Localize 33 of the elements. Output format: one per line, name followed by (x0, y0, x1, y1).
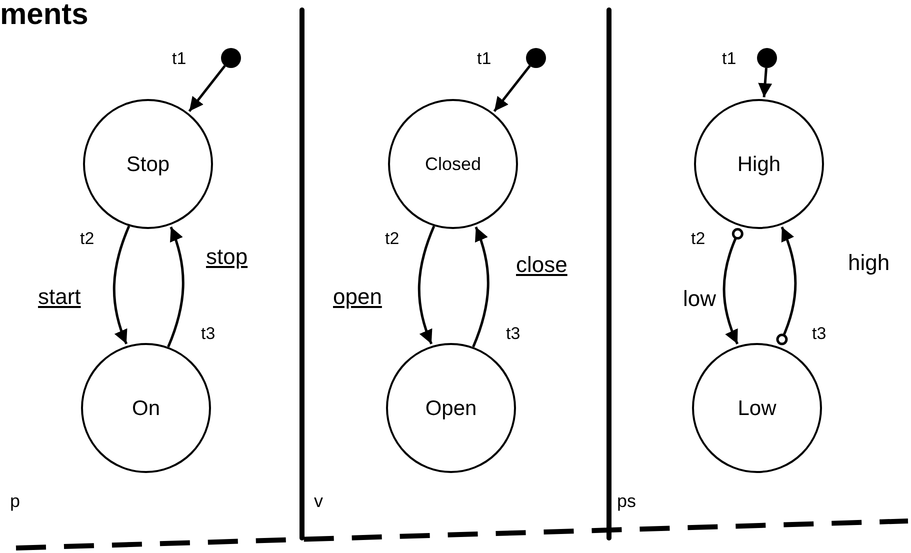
panel-label: v (314, 492, 323, 510)
arrow (418, 226, 436, 344)
state-name: On (132, 398, 160, 418)
panel-label: p (10, 492, 20, 510)
arrow (493, 65, 531, 112)
panel-label: ps (617, 492, 636, 510)
edge-label: t3 (506, 325, 520, 342)
arrow (188, 65, 226, 112)
state-name: Stop (126, 154, 170, 174)
state-name: Low (738, 398, 776, 418)
state-name: High (737, 154, 781, 174)
edge-label: t3 (812, 325, 826, 342)
state-name: Open (425, 398, 477, 418)
event-label: low (683, 288, 716, 310)
arrow (722, 228, 744, 344)
arrow (758, 68, 772, 98)
event-label: high (848, 252, 890, 274)
edge-label: t2 (691, 230, 706, 247)
event-label: open (333, 286, 382, 308)
edge-label: t2 (385, 230, 400, 247)
edge-label: t1 (172, 50, 186, 67)
arrow (112, 226, 130, 344)
event-label: stop (206, 246, 248, 268)
arrow (472, 226, 490, 348)
arrow (167, 226, 184, 348)
edge-label: t3 (201, 325, 216, 342)
event-label: close (516, 254, 568, 276)
event-label: start (38, 286, 81, 308)
edge-label: t1 (722, 50, 736, 67)
edge-label: t2 (80, 230, 94, 247)
edge-label: t1 (477, 50, 492, 67)
state-name: Closed (424, 155, 482, 173)
title: ments (0, 0, 88, 30)
